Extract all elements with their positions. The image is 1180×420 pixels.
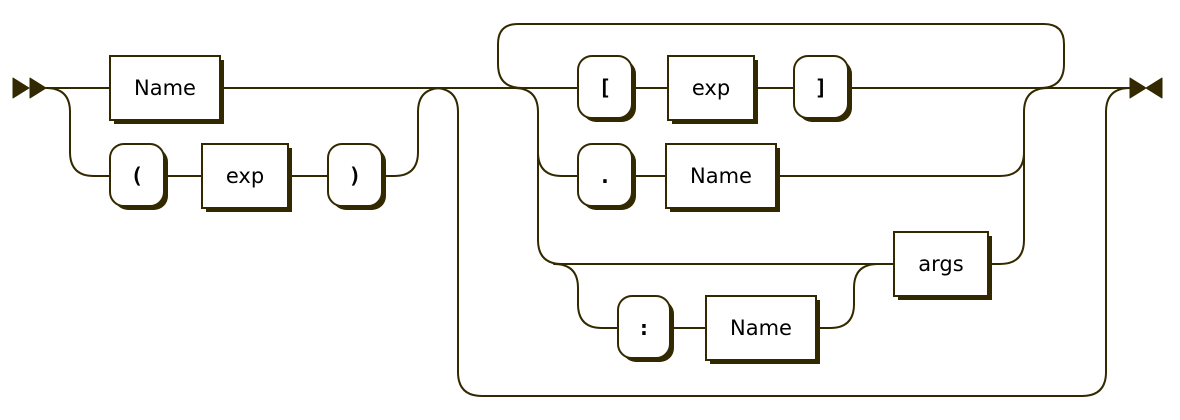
node-exp-2-label: exp	[692, 76, 730, 100]
node-name-3: Name	[705, 295, 820, 364]
node-exp-1: exp	[201, 143, 292, 212]
node-exp-2: exp	[667, 55, 758, 124]
node-args: args	[893, 231, 992, 300]
node-lbracket: [	[577, 55, 636, 122]
wire-colon-out	[815, 263, 879, 329]
wire-bypass-loop	[433, 87, 1131, 397]
node-name-1-label: Name	[134, 76, 196, 100]
node-lbracket-label: [	[599, 76, 612, 100]
node-rparen: )	[327, 143, 386, 210]
node-lparen: (	[109, 143, 168, 210]
node-name-2: Name	[665, 143, 780, 212]
wire-paren-branch-out	[381, 87, 443, 177]
node-rbracket: ]	[793, 55, 852, 122]
node-name-1: Name	[109, 55, 224, 124]
node-rbracket-label: ]	[815, 76, 828, 100]
start-marker	[12, 77, 47, 99]
node-dot: .	[577, 143, 636, 210]
node-lparen-label: (	[131, 164, 144, 188]
wire-colon-in	[553, 263, 619, 329]
wire-dot-out	[775, 151, 1025, 177]
wire-args-out	[987, 87, 1049, 265]
node-args-label: args	[918, 252, 963, 276]
node-colon-label: :	[638, 316, 651, 340]
wire-dot-in	[537, 151, 579, 177]
node-rparen-label: )	[349, 164, 362, 188]
end-marker	[1129, 77, 1163, 99]
wire-paren-branch-in	[45, 87, 111, 177]
node-name-3-label: Name	[730, 316, 792, 340]
wire-choice-left	[513, 87, 563, 265]
node-exp-1-label: exp	[226, 164, 264, 188]
node-name-2-label: Name	[690, 164, 752, 188]
node-dot-label: .	[599, 164, 612, 188]
node-colon: :	[617, 295, 674, 362]
wire-repeat-loop	[497, 23, 1065, 89]
